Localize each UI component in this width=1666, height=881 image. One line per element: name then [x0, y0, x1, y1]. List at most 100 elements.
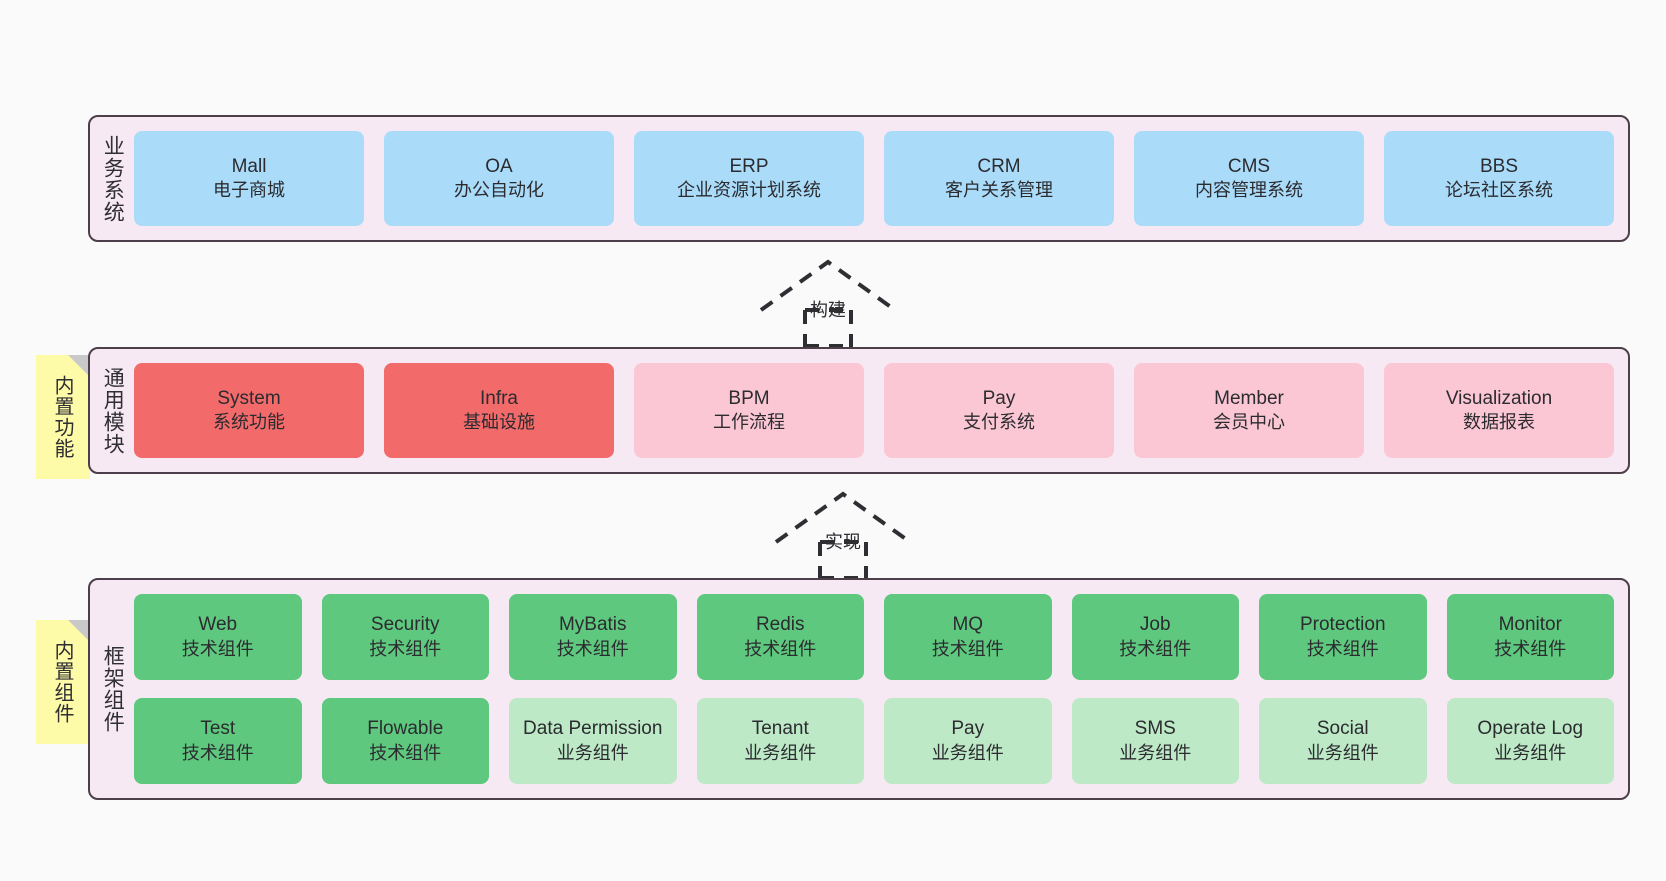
dashed-arrow-up-icon: [759, 259, 897, 348]
card-title-en: OA: [485, 155, 513, 177]
card-title-en: MQ: [952, 614, 984, 636]
card-title-cn: 技术组件: [556, 638, 629, 659]
card-title-en: BBS: [1479, 155, 1519, 177]
card-title-en: Infra: [479, 387, 519, 409]
card-title-cn: 基础设施: [463, 412, 535, 433]
card-title-en: Social: [1316, 718, 1369, 740]
card-title-cn: 技术组件: [1119, 638, 1192, 659]
card-title-en: CMS: [1227, 155, 1271, 177]
card-title-cn: 技术组件: [744, 638, 817, 659]
card-member[interactable]: Member 会员中心: [1134, 363, 1364, 458]
card-title-cn: 论坛社区系统: [1445, 180, 1553, 201]
card-pay[interactable]: Pay 支付系统: [884, 363, 1114, 458]
card-title-cn: 技术组件: [1306, 638, 1379, 659]
card-title-en: Visualization: [1445, 387, 1553, 409]
card-infra[interactable]: Infra 基础设施: [384, 363, 614, 458]
connector-implement: 实现: [772, 490, 914, 580]
card-title-cn: 技术组件: [1494, 638, 1567, 659]
card-title-cn: 业务组件: [1306, 742, 1379, 763]
card-title-cn: 业务组件: [744, 742, 817, 763]
card-operate-log[interactable]: Operate Log 业务组件: [1446, 698, 1614, 784]
card-security[interactable]: Security 技术组件: [321, 594, 489, 680]
card-tenant[interactable]: Tenant 业务组件: [696, 698, 864, 784]
card-bpm[interactable]: BPM 工作流程: [634, 363, 864, 458]
card-mq[interactable]: MQ 技术组件: [884, 594, 1052, 680]
card-title-cn: 支付系统: [963, 412, 1035, 433]
card-title-cn: 工作流程: [713, 412, 785, 433]
card-test[interactable]: Test 技术组件: [134, 698, 302, 784]
layer-framework-component: 框架组件 Web 技术组件 Security 技术组件 MyBatis 技术组件…: [88, 578, 1630, 800]
layer-common-module: 通用模块 System 系统功能 Infra 基础设施 BPM 工作流程 Pay…: [88, 347, 1630, 474]
connector-build: 构建: [757, 258, 899, 348]
card-title-cn: 业务组件: [931, 742, 1004, 763]
card-sms[interactable]: SMS 业务组件: [1071, 698, 1239, 784]
card-row: Test 技术组件 Flowable 技术组件 Data Permission …: [134, 698, 1614, 784]
card-visualization[interactable]: Visualization 数据报表: [1384, 363, 1614, 458]
card-title-en: ERP: [729, 155, 769, 177]
card-title-en: Pay: [982, 387, 1016, 409]
card-mall[interactable]: Mall 电子商城: [134, 131, 364, 226]
layer-title-business-system: 业务系统: [101, 134, 125, 223]
card-title-cn: 会员中心: [1213, 412, 1285, 433]
card-title-cn: 系统功能: [213, 412, 285, 433]
card-title-en: Mall: [231, 155, 267, 177]
sticky-note-label: 内置功能: [51, 375, 73, 459]
card-title-en: Job: [1139, 614, 1171, 636]
card-title-en: Monitor: [1498, 614, 1562, 636]
card-title-en: Flowable: [367, 718, 444, 740]
layer-body-framework-component: Web 技术组件 Security 技术组件 MyBatis 技术组件 Redi…: [134, 580, 1628, 798]
sticky-note-builtin-function: 内置功能: [36, 355, 90, 479]
card-title-cn: 业务组件: [1119, 742, 1192, 763]
card-erp[interactable]: ERP 企业资源计划系统: [634, 131, 864, 226]
layer-title-common-module: 通用模块: [101, 366, 125, 455]
sticky-note-label: 内置组件: [51, 640, 73, 724]
card-title-en: Member: [1214, 387, 1284, 409]
folded-corner-icon: [68, 620, 90, 642]
card-title-en: Test: [200, 718, 236, 740]
card-title-en: Tenant: [751, 718, 809, 740]
card-crm[interactable]: CRM 客户关系管理: [884, 131, 1114, 226]
card-flowable[interactable]: Flowable 技术组件: [321, 698, 489, 784]
card-title-en: System: [217, 387, 281, 409]
card-title-en: Protection: [1299, 614, 1386, 636]
card-title-en: Data Permission: [523, 718, 663, 740]
card-job[interactable]: Job 技术组件: [1071, 594, 1239, 680]
card-title-en: Redis: [755, 614, 805, 636]
card-oa[interactable]: OA 办公自动化: [384, 131, 614, 226]
card-title-cn: 办公自动化: [454, 180, 544, 201]
layer-body-common-module: System 系统功能 Infra 基础设施 BPM 工作流程 Pay 支付系统…: [134, 349, 1628, 472]
card-protection[interactable]: Protection 技术组件: [1259, 594, 1427, 680]
card-web[interactable]: Web 技术组件: [134, 594, 302, 680]
card-row: Web 技术组件 Security 技术组件 MyBatis 技术组件 Redi…: [134, 594, 1614, 680]
card-title-cn: 技术组件: [369, 742, 442, 763]
card-pay-business[interactable]: Pay 业务组件: [884, 698, 1052, 784]
card-title-cn: 客户关系管理: [945, 180, 1053, 201]
card-title-en: Web: [198, 614, 238, 636]
card-title-en: CRM: [977, 155, 1021, 177]
layer-body-business-system: Mall 电子商城 OA 办公自动化 ERP 企业资源计划系统 CRM 客户关系…: [134, 117, 1628, 240]
card-title-cn: 内容管理系统: [1195, 180, 1303, 201]
card-system[interactable]: System 系统功能: [134, 363, 364, 458]
card-monitor[interactable]: Monitor 技术组件: [1446, 594, 1614, 680]
card-data-permission[interactable]: Data Permission 业务组件: [509, 698, 677, 784]
card-cms[interactable]: CMS 内容管理系统: [1134, 131, 1364, 226]
card-redis[interactable]: Redis 技术组件: [696, 594, 864, 680]
card-title-cn: 技术组件: [369, 638, 442, 659]
layer-business-system: 业务系统 Mall 电子商城 OA 办公自动化 ERP 企业资源计划系统 CRM…: [88, 115, 1630, 242]
card-title-en: BPM: [728, 387, 770, 409]
card-title-cn: 技术组件: [181, 638, 254, 659]
card-title-cn: 业务组件: [556, 742, 629, 763]
connector-implement-label: 实现: [825, 532, 861, 552]
card-title-en: Security: [370, 614, 440, 636]
card-bbs[interactable]: BBS 论坛社区系统: [1384, 131, 1614, 226]
card-title-cn: 电子商城: [213, 180, 285, 201]
card-title-cn: 技术组件: [181, 742, 254, 763]
card-title-en: Pay: [951, 718, 985, 740]
card-title-en: SMS: [1134, 718, 1176, 740]
card-mybatis[interactable]: MyBatis 技术组件: [509, 594, 677, 680]
card-title-en: Operate Log: [1477, 718, 1584, 740]
card-social[interactable]: Social 业务组件: [1259, 698, 1427, 784]
card-title-en: MyBatis: [558, 614, 627, 636]
sticky-note-builtin-component: 内置组件: [36, 620, 90, 744]
card-title-cn: 企业资源计划系统: [677, 180, 821, 201]
